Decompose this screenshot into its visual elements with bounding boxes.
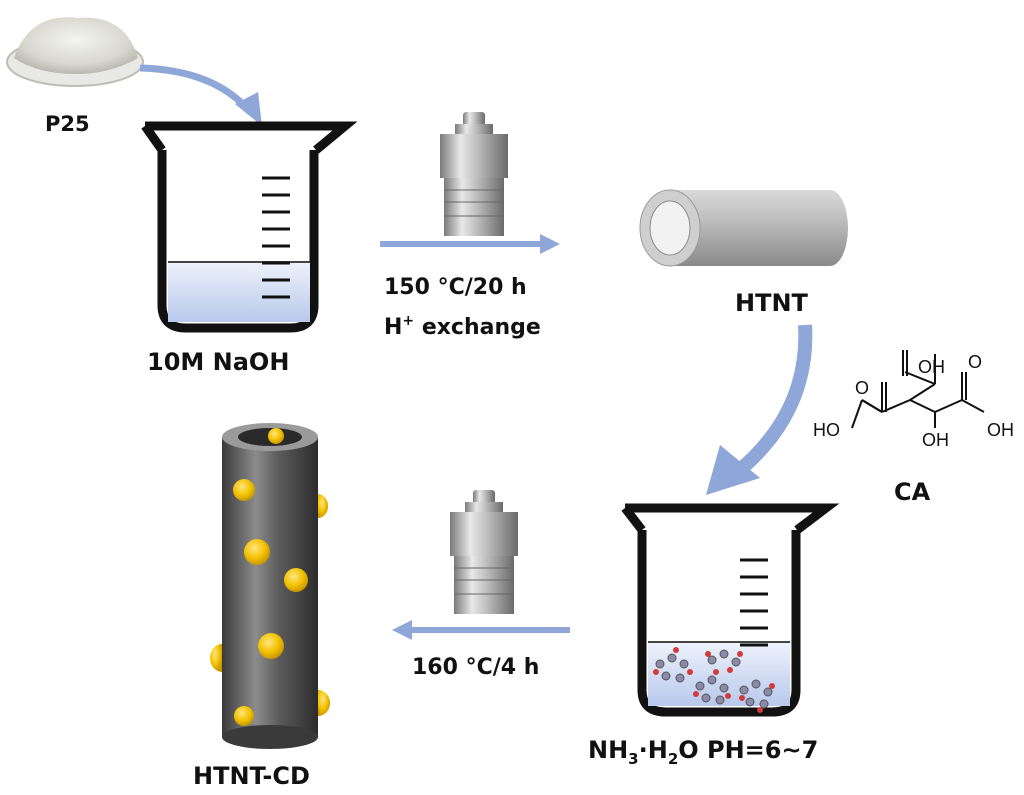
label-exchange: H+ exchange — [384, 313, 541, 340]
label-naoh: 10M NaOH — [147, 348, 289, 376]
label-condition-2: 160 °C/4 h — [412, 655, 539, 680]
label-htnt: HTNT — [735, 289, 809, 317]
carbon-dots — [210, 428, 330, 726]
chem-label-oh-center: OH — [922, 430, 949, 450]
autoclave-bottom — [450, 490, 518, 614]
chem-label-oh-top: OH — [918, 357, 945, 377]
chem-label-o-right: O — [968, 352, 982, 372]
autoclave-top — [440, 112, 508, 236]
htnt-tube — [639, 189, 848, 267]
label-condition-1: 150 °C/20 h — [384, 275, 527, 300]
arrow-powder-to-beaker — [139, 64, 262, 126]
citric-acid-structure — [851, 350, 985, 429]
chem-label-ho-left: HO — [813, 420, 840, 440]
arrow-right-step1 — [380, 234, 560, 254]
label-nh3-h2o: NH3·H2O PH=6~7 — [588, 736, 818, 768]
label-htnt-cd: HTNT-CD — [193, 762, 310, 790]
molecule-clusters — [653, 647, 775, 713]
htnt-cd-tube — [210, 423, 330, 749]
label-p25: P25 — [45, 112, 90, 136]
chem-label-oh-far-right: OH — [987, 420, 1014, 440]
beaker-naoh — [141, 121, 358, 333]
citric-acid-labels: OH O O HO OH OH — [813, 352, 1014, 450]
chem-label-o-left: O — [855, 378, 869, 398]
p25-powder-dish — [6, 17, 144, 87]
beaker-nh3 — [621, 503, 840, 717]
label-ca: CA — [894, 478, 931, 506]
arrow-left-step3 — [392, 620, 570, 640]
arrow-htnt-to-beaker — [706, 324, 813, 495]
